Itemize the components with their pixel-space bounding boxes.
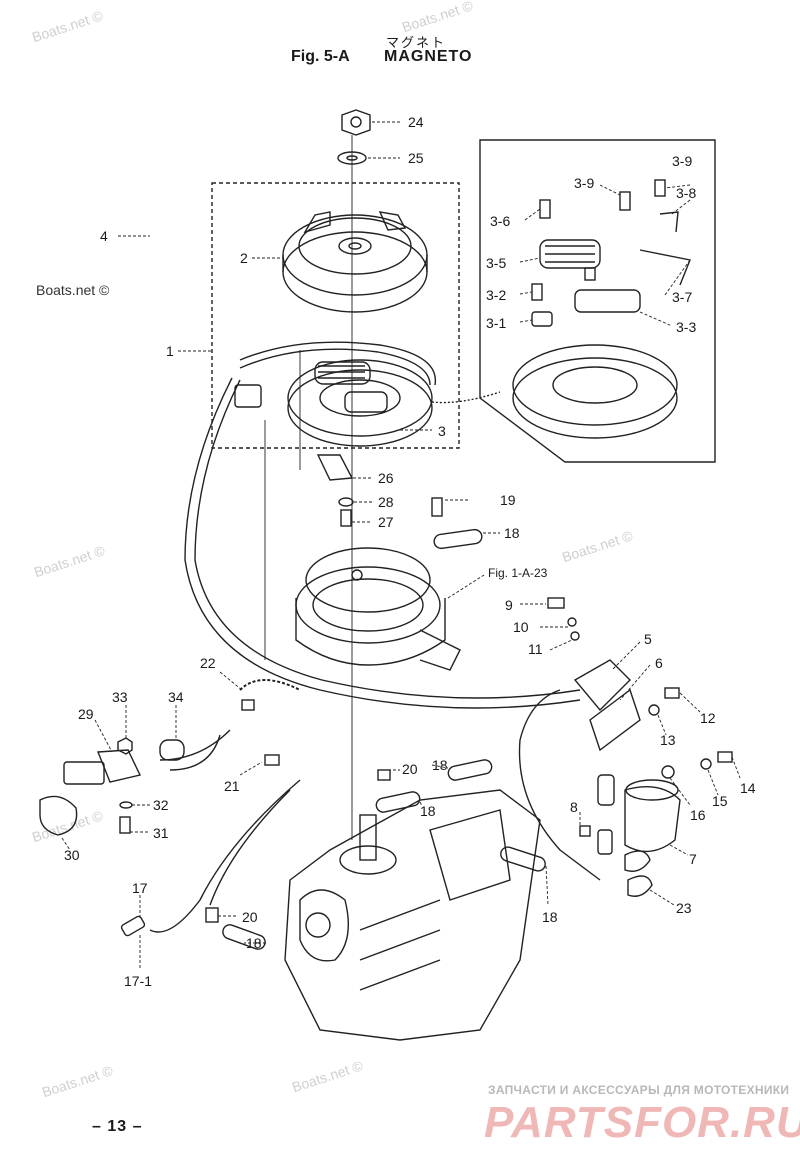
callout-3-5: 3-5 <box>486 255 506 271</box>
callout-34: 34 <box>168 689 184 705</box>
callout-3-9: 3-9 <box>672 153 692 169</box>
callout-13: 13 <box>660 732 676 748</box>
callout-3: 3 <box>438 423 446 439</box>
kill-switch <box>39 749 142 836</box>
callout-18: 18 <box>504 525 520 541</box>
callout-20: 20 <box>242 909 258 925</box>
callout-3-9: 3-9 <box>574 175 594 191</box>
callout-5: 5 <box>644 631 652 647</box>
callout-15: 15 <box>712 793 728 809</box>
ignition-coil <box>597 774 681 855</box>
shop-subtitle: ЗАПЧАСТИ И АКСЕССУАРЫ ДЛЯ МОТОТЕХНИКИ <box>488 1083 790 1097</box>
cable-1 <box>239 341 437 386</box>
figure-number: Fig. 5-A <box>291 48 350 65</box>
callout-10: 10 <box>513 619 529 635</box>
callout-25: 25 <box>408 150 424 166</box>
connector <box>234 384 262 408</box>
callout-11: 11 <box>528 641 543 657</box>
flywheel <box>282 211 428 313</box>
callout-27: 27 <box>378 514 394 530</box>
callout-3-6: 3-6 <box>490 213 510 229</box>
bracket <box>316 454 354 481</box>
callout-18: 18 <box>420 803 436 819</box>
callout-18: 18 <box>432 757 448 773</box>
cdi-unit <box>518 659 641 881</box>
callout-21: 21 <box>224 778 240 794</box>
callout-2: 2 <box>240 250 248 266</box>
callout-1: 1 <box>166 343 174 359</box>
callout-22: 22 <box>200 655 216 671</box>
callout-fig1a23: Fig. 1-A-23 <box>488 566 548 580</box>
callout-23: 23 <box>676 900 692 916</box>
callout-3-3: 3-3 <box>676 319 696 335</box>
callout-4: 4 <box>100 228 108 244</box>
nut <box>341 109 371 136</box>
callout-17: 17 <box>132 880 148 896</box>
callout-7: 7 <box>689 851 697 867</box>
callout-31: 31 <box>153 825 169 841</box>
callout-18: 18 <box>542 909 558 925</box>
detail-parts <box>512 179 691 439</box>
stator-assembly <box>287 359 501 447</box>
callout-33: 33 <box>112 689 128 705</box>
callout-19: 19 <box>500 492 516 508</box>
callout-29: 29 <box>78 706 94 722</box>
callout-3-8: 3-8 <box>676 185 696 201</box>
callout-30: 30 <box>64 847 80 863</box>
callout-18: 18 <box>246 935 262 951</box>
callout-26: 26 <box>378 470 394 486</box>
engine-block <box>284 789 541 1041</box>
callout-32: 32 <box>153 797 169 813</box>
coil-base <box>295 547 461 671</box>
callout-24: 24 <box>408 114 424 130</box>
watermark-dark: Boats.net © <box>36 282 110 298</box>
page-title: MAGNETO <box>384 48 473 65</box>
shop-logo: PARTSFOR.RU <box>484 1098 800 1147</box>
callout-3-1: 3-1 <box>486 315 506 331</box>
assembly-box <box>211 182 460 449</box>
callout-3-2: 3-2 <box>486 287 506 303</box>
callout-3-7: 3-7 <box>672 289 692 305</box>
callout-labels: 24 25 4 2 1 3 26 28 27 19 18 Fig. 1-A-23… <box>64 114 756 989</box>
callout-20: 20 <box>402 761 418 777</box>
page-number: – 13 – <box>92 1118 143 1135</box>
callout-14: 14 <box>740 780 756 796</box>
callout-16: 16 <box>690 807 706 823</box>
callout-6: 6 <box>655 655 663 671</box>
callout-12: 12 <box>700 710 716 726</box>
leader-lines <box>61 121 741 970</box>
bolt <box>340 509 352 527</box>
callout-28: 28 <box>378 494 394 510</box>
callout-8: 8 <box>570 799 578 815</box>
japanese-title: マグネト <box>386 35 447 50</box>
callout-17-1: 17-1 <box>124 973 152 989</box>
callout-9: 9 <box>505 597 513 613</box>
detail-box <box>479 139 716 463</box>
